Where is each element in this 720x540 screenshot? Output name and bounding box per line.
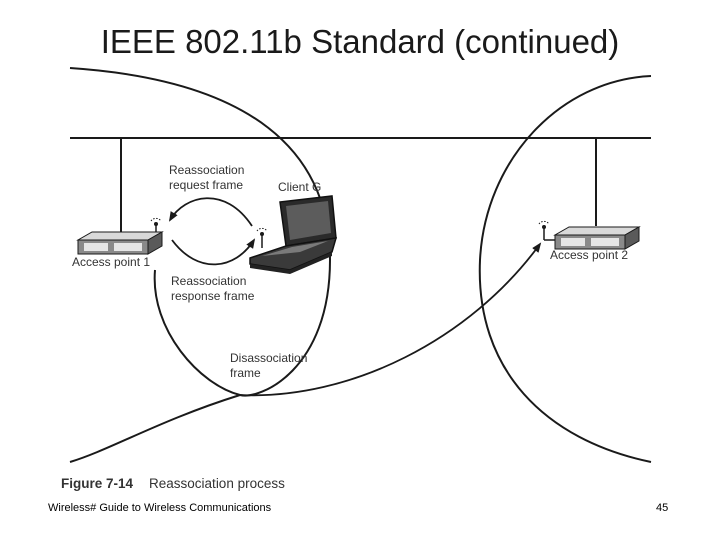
access-point-2-antenna-icon	[538, 220, 555, 241]
slide-title: IEEE 802.11b Standard (continued)	[100, 23, 620, 60]
access-point-1-antenna-icon	[150, 217, 162, 232]
ap1-coverage-boundary	[69, 67, 332, 397]
disassociation-arrow	[239, 242, 542, 397]
access-point-2-label: Access point 2	[550, 248, 628, 262]
reassociation-request-label: Reassociation request frame	[169, 163, 248, 192]
ap1-coverage-bottom	[69, 394, 241, 463]
figure-caption-text: Reassociation process	[149, 476, 285, 491]
access-point-1-device	[76, 231, 164, 255]
client-label: Client G	[278, 180, 321, 194]
reassociation-response-label: Reassociation response frame	[171, 274, 255, 303]
access-point-2-device	[553, 226, 641, 250]
access-point-1-label: Access point 1	[72, 255, 150, 269]
footer-source: Wireless# Guide to Wireless Communicatio…	[48, 502, 272, 514]
page-number: 45	[656, 502, 669, 514]
laptop-icon	[249, 195, 338, 274]
reassociation-response-arrow	[171, 238, 256, 266]
disassociation-label: Disassociation frame	[230, 351, 311, 380]
ap2-coverage-boundary	[478, 75, 652, 463]
laptop-antenna-icon	[256, 227, 268, 248]
figure-number: Figure 7-14	[61, 476, 134, 491]
figure-caption: Figure 7-14 Reassociation process	[61, 476, 285, 491]
reassociation-request-arrow	[168, 197, 253, 227]
